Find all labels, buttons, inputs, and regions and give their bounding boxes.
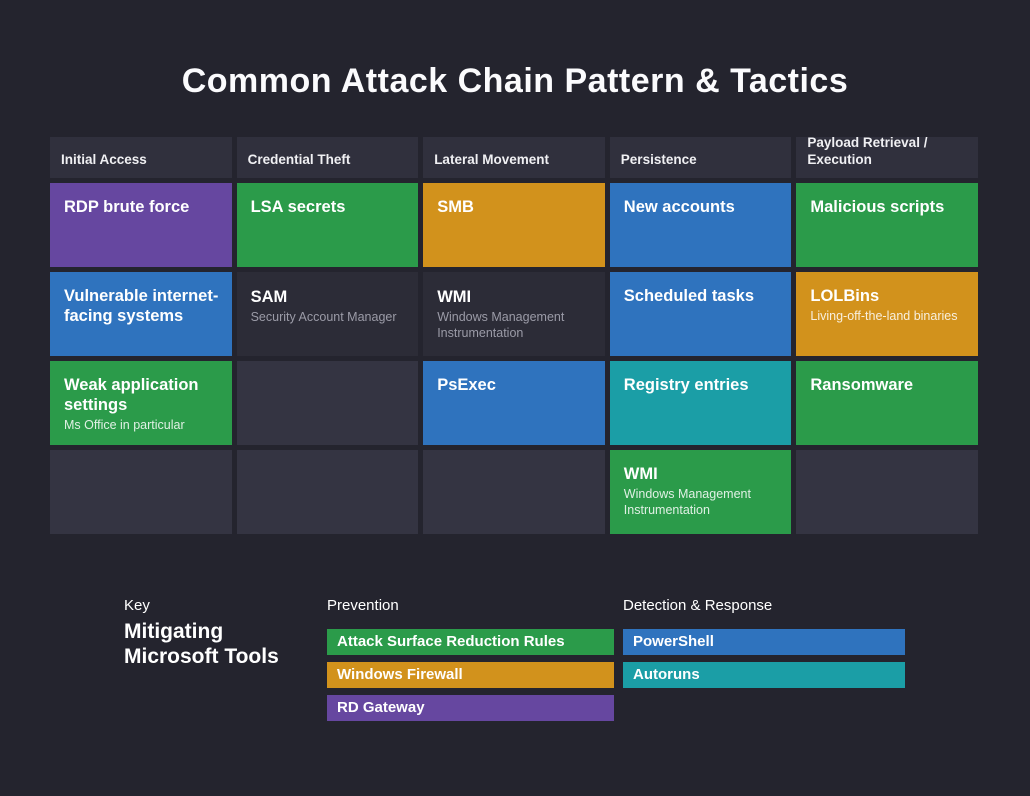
column-header-label: Persistence [620,152,697,168]
cell-empty [236,361,419,445]
cell-subtitle: Windows Management Instrumentation [437,310,565,341]
cell-empty [796,450,978,534]
cell-title: RDP brute force [64,198,190,216]
column-header-persistence: Persistence [609,137,792,178]
cell-weak-application-settings: Weak application settings Ms Office in p… [50,361,232,445]
cell-title: LOLBins [810,287,880,305]
cell-lolbins: LOLBins Living-off-the-land binaries [796,272,978,356]
cell-title: Vulnerable internet-facing systems [64,287,219,326]
key-label: Key [124,597,150,614]
attack-chain-grid: Initial Access Credential Theft Lateral … [50,135,978,534]
cell-title: Weak application settings [64,376,199,415]
cell-subtitle: Security Account Manager [250,310,397,325]
cell-wmi-lateral-movement: WMI Windows Management Instrumentation [423,272,605,356]
cell-lsa-secrets: LSA secrets [236,183,419,267]
column-header-label: Payload Retrieval / Execution [807,135,928,168]
key-title: Mitigating Microsoft Tools [124,619,279,669]
cell-malicious-scripts: Malicious scripts [796,183,978,267]
key-bar-windows-firewall: Windows Firewall [327,662,614,688]
column-header-lateral-movement: Lateral Movement [423,137,605,178]
column-header-label: Lateral Movement [434,152,549,168]
cell-empty [236,450,419,534]
cell-empty [423,450,605,534]
cell-title: WMI [623,465,658,483]
key-bar-powershell: PowerShell [623,629,905,655]
cell-title: Ransomware [810,376,914,394]
cell-rdp-brute-force: RDP brute force [50,183,232,267]
column-header-label: Credential Theft [247,152,351,168]
cell-title: SAM [250,288,288,306]
cell-title: Scheduled tasks [623,287,755,305]
cell-empty [50,450,232,534]
key-group-header: Detection & Response [623,597,773,614]
key-label-block: Key Mitigating Microsoft Tools [124,597,304,670]
page-title: Common Attack Chain Pattern & Tactics [181,62,849,100]
key-group-header: Prevention [327,597,399,614]
key-group-detection-response: Detection & Response PowerShell Autoruns [623,597,905,695]
cell-title: Registry entries [623,376,749,394]
cell-registry-entries: Registry entries [609,361,792,445]
cell-subtitle: Living-off-the-land binaries [810,309,958,324]
key-bar-autoruns: Autoruns [623,662,905,688]
cell-scheduled-tasks: Scheduled tasks [609,272,792,356]
cell-title: PsExec [437,376,496,394]
cell-vulnerable-internet-facing-systems: Vulnerable internet-facing systems [50,272,232,356]
cell-wmi-persistence: WMI Windows Management Instrumentation [609,450,792,534]
cell-subtitle: Windows Management Instrumentation [623,487,751,518]
cell-title: Malicious scripts [810,198,945,216]
cell-title: SMB [437,198,474,216]
cell-smb: SMB [423,183,605,267]
column-header-initial-access: Initial Access [50,137,232,178]
cell-sam: SAM Security Account Manager [236,272,419,356]
column-header-label: Initial Access [61,152,147,168]
cell-ransomware: Ransomware [796,361,978,445]
cell-new-accounts: New accounts [609,183,792,267]
key-bar-attack-surface-reduction-rules: Attack Surface Reduction Rules [327,629,614,655]
column-header-payload-retrieval: Payload Retrieval / Execution [796,135,978,178]
cell-subtitle: Ms Office in particular [64,418,185,433]
cell-title: New accounts [623,198,735,216]
key-group-prevention: Prevention Attack Surface Reduction Rule… [327,597,614,728]
key-bar-rd-gateway: RD Gateway [327,695,614,721]
cell-psexec: PsExec [423,361,605,445]
column-header-credential-theft: Credential Theft [236,137,419,178]
cell-title: WMI [437,288,472,306]
cell-title: LSA secrets [250,198,346,216]
